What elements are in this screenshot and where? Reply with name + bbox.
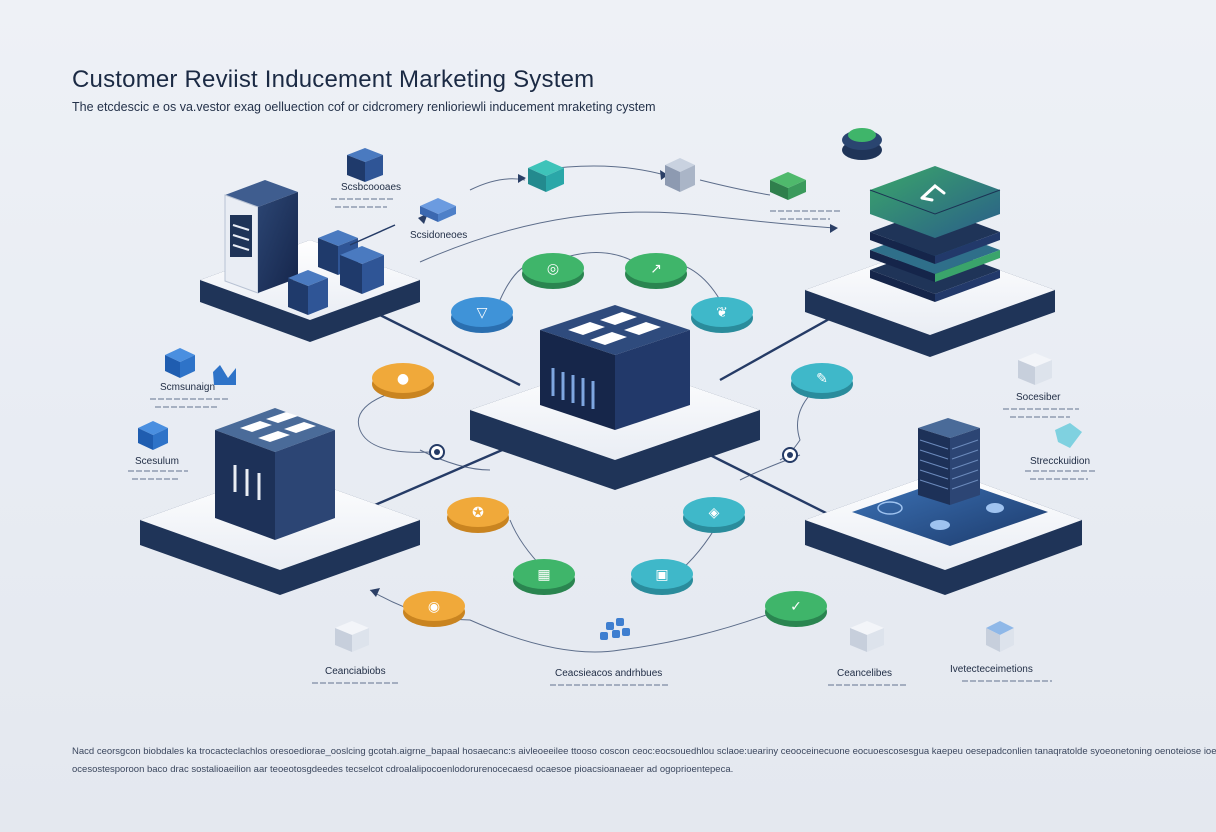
layered-database-platform [805, 166, 1055, 357]
footer-text-line-1: Nacd ceorsgcon biobdales ka trocacteclac… [72, 746, 1216, 757]
label-top-link: Scsidoneoes [410, 230, 468, 241]
svg-text:↗: ↗ [650, 261, 662, 277]
svg-text:▣: ▣ [655, 567, 668, 583]
caption-top-server-2 [335, 206, 387, 208]
label-bottom-right: Ivetecteceimetions [950, 664, 1033, 675]
node-target-icon: ◎ [522, 253, 584, 289]
caption-right-lower [1025, 470, 1097, 472]
window-cube-platform [140, 408, 420, 595]
caption-left-lower [128, 470, 188, 472]
layered-database-icon [869, 166, 1001, 302]
caption-right-upper [1003, 408, 1079, 410]
caption-top-server [331, 198, 393, 200]
dashboard-screen-icon [852, 478, 1048, 546]
page-title: Customer Reviist Inducement Marketing Sy… [72, 66, 595, 93]
feature-nodes: ◎ ↗ ▽ ❦ ● ✎ ✪ ◈ ▦ ▣ ◉ ✓ [372, 253, 853, 627]
svg-text:◎: ◎ [547, 261, 559, 277]
caption-left-upper-2 [155, 406, 219, 408]
label-bottom-mid-right: Ceancelibes [837, 668, 893, 679]
svg-text:❦: ❦ [716, 305, 728, 321]
node-coin-icon: ● [372, 363, 434, 399]
connector-dots [429, 444, 798, 463]
label-left-lower: Scesulum [135, 456, 179, 467]
caption-top-right-2 [780, 218, 830, 220]
svg-text:✓: ✓ [790, 599, 802, 615]
caption-bottom-right [962, 680, 1052, 682]
label-top-server: Scsbcoooaes [341, 182, 402, 193]
node-tag-icon: ◈ [683, 497, 745, 533]
label-right-upper: Socesiber [1016, 392, 1061, 403]
node-chart-icon: ↗ [625, 253, 687, 289]
label-left-upper: Scmsunaign [160, 382, 216, 393]
node-chat-icon: ✎ [791, 363, 853, 399]
caption-bottom-mid-right [828, 684, 908, 686]
svg-text:●: ● [397, 371, 409, 387]
svg-text:◈: ◈ [709, 505, 720, 521]
mini-server-cubes [288, 148, 384, 315]
caption-bottom-center [550, 684, 668, 686]
bottom-cube-icons [335, 618, 1014, 652]
server-tower-platform [805, 418, 1082, 595]
central-hub-platform [470, 305, 760, 490]
top-cube-icons [420, 158, 806, 222]
left-cube-icons [138, 348, 236, 450]
caption-left-lower-2 [132, 478, 180, 480]
node-star-icon: ✓ [765, 591, 827, 627]
server-link [349, 224, 396, 246]
svg-text:▽: ▽ [477, 305, 488, 321]
caption-right-lower-2 [1030, 478, 1088, 480]
node-leaf-icon: ❦ [691, 297, 753, 333]
label-bottom-center: Ceacsieacos andrhbues [555, 668, 663, 679]
label-bottom-left: Ceanciabiobs [325, 666, 386, 677]
node-box-icon: ▣ [631, 559, 693, 595]
caption-bottom-left [312, 682, 398, 684]
caption-left-upper [150, 398, 230, 400]
svg-text:▦: ▦ [537, 567, 550, 583]
caption-right-upper-2 [1010, 416, 1070, 418]
window-cube-icon [215, 408, 335, 540]
svg-text:◉: ◉ [428, 599, 440, 615]
label-right-lower: Strecckuidion [1030, 456, 1091, 467]
server-rack-platform [200, 148, 420, 342]
svg-text:✪: ✪ [472, 505, 484, 521]
node-gift-icon: ▦ [513, 559, 575, 595]
grid-cube-icon [540, 305, 690, 430]
server-tower-icon [918, 418, 980, 505]
svg-text:✎: ✎ [816, 371, 828, 387]
caption-top-right [770, 210, 842, 212]
page-subtitle: The etcdescic e os va.vestor exag oellue… [72, 100, 656, 114]
server-rack-icon [224, 180, 298, 294]
right-cube-icons [1018, 353, 1082, 448]
node-funnel-icon: ▽ [451, 297, 513, 333]
node-ticket-icon: ✪ [447, 497, 509, 533]
node-bell-icon: ◉ [403, 591, 465, 627]
top-right-puck-icon [842, 128, 882, 160]
footer-text-line-2: ocesostesporoon baco drac sostalioaeilio… [72, 764, 734, 775]
